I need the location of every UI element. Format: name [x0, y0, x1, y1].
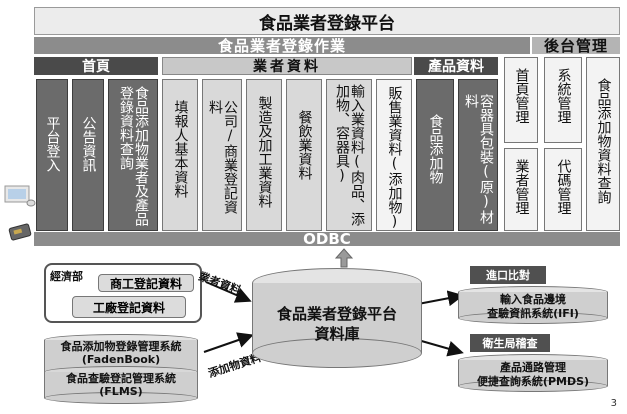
business-registration-box: 商工登記資料 [98, 274, 194, 292]
import-compare-tag: 進口比對 [470, 266, 546, 284]
fadenbook-line1: 食品添加物登錄管理系統 [60, 340, 182, 353]
column-platform-login-label: 平台登入 [44, 116, 61, 172]
flms-line1: 食品查驗登記管理系統 [66, 372, 176, 385]
column-announcements-label: 公告資訊 [80, 116, 97, 172]
column-food-additive-label: 食品添加物 [427, 114, 444, 184]
backend-system-management-label: 系統管理 [555, 68, 572, 124]
pmds-arrow [417, 339, 464, 357]
main-db-label: 食品業者登錄平台 資料庫 [254, 304, 420, 344]
ifi-line2: 查驗資訊系統(IFI) [487, 307, 579, 320]
card-reader-icon [8, 222, 34, 242]
backend-additive-query[interactable]: 食品添加物資料查詢 [586, 57, 620, 231]
column-announcements[interactable]: 公告資訊 [72, 79, 104, 231]
flms-line2: (FLMS) [99, 385, 143, 398]
pmds-label: 產品通路管理 便捷查詢系統(PMDS) [460, 361, 606, 389]
fadenbook-line2: (FadenBook) [81, 353, 161, 366]
column-additive-query[interactable]: 食品添加物業者及產品登錄資料查詢 [108, 79, 158, 231]
backend-home-management[interactable]: 首頁管理 [504, 57, 538, 143]
backend-header: 後台管理 [532, 37, 620, 55]
column-catering-label: 餐飲業資料 [296, 110, 313, 180]
backend-additive-query-label: 食品添加物資料查詢 [595, 78, 612, 204]
ifi-label: 輸入食品邊境 查驗資訊系統(IFI) [460, 293, 606, 321]
main-db-line1: 食品業者登錄平台 [276, 305, 397, 323]
ifi-line1: 輸入食品邊境 [500, 293, 566, 306]
column-food-additive[interactable]: 食品添加物 [416, 79, 454, 231]
column-import[interactable]: 輸入業資料(肉品、添加物、容器具) [326, 79, 372, 231]
backend-system-management[interactable]: 系統管理 [544, 57, 582, 143]
column-manufacturing[interactable]: 製造及加工業資料 [246, 79, 282, 231]
pmds-line1: 產品通路管理 [500, 361, 566, 374]
pmds-line2: 便捷查詢系統(PMDS) [476, 375, 590, 388]
page-title: 食品業者登錄平台 [34, 7, 620, 35]
flms-db-bottom [44, 392, 198, 404]
ifi-arrow [417, 290, 464, 307]
column-retail[interactable]: 販售業資料(添加物) [376, 79, 412, 231]
flms-label: 食品查驗登記管理系統 (FLMS) [46, 372, 196, 398]
odbc-bar: ODBC [34, 230, 620, 248]
column-retail-label: 販售業資料(添加物) [386, 86, 403, 230]
ifi-db-bottom [458, 312, 608, 324]
backend-code-management-label: 代碼管理 [555, 159, 572, 215]
column-container-material-label: 容器具包裝(原)材料 [463, 94, 494, 224]
additive-data-arrow [203, 332, 254, 353]
product-data-header: 產品資料 [414, 57, 498, 75]
up-arrow-icon [334, 248, 354, 268]
column-manufacturing-label: 製造及加工業資料 [256, 96, 273, 208]
column-import-label: 輸入業資料(肉品、添加物、容器具) [334, 84, 365, 226]
backend-business-management[interactable]: 業者管理 [504, 148, 538, 231]
column-catering[interactable]: 餐飲業資料 [286, 79, 322, 231]
home-header: 首頁 [34, 57, 158, 75]
fadenbook-label: 食品添加物登錄管理系統 (FadenBook) [46, 340, 196, 366]
column-container-material[interactable]: 容器具包裝(原)材料 [458, 79, 498, 231]
backend-code-management[interactable]: 代碼管理 [544, 148, 582, 231]
business-data-arrow [205, 281, 252, 303]
main-db-line2: 資料庫 [314, 325, 360, 343]
column-additive-query-label: 食品添加物業者及產品登錄資料查詢 [118, 86, 149, 226]
column-filler-basic-label: 填報人基本資料 [172, 100, 189, 198]
column-filler-basic[interactable]: 填報人基本資料 [162, 79, 198, 231]
column-platform-login[interactable]: 平台登入 [36, 79, 68, 231]
economic-ministry-label: 經濟部 [50, 270, 83, 283]
business-data-header: 業者資料 [162, 57, 412, 75]
backend-business-management-label: 業者管理 [513, 159, 530, 215]
operations-header: 食品業者登錄作業 [34, 37, 530, 55]
computer-icon [4, 184, 36, 208]
factory-registration-box: 工廠登記資料 [72, 296, 186, 318]
column-company-registration-label: 公司/商業登記資料 [207, 100, 238, 214]
backend-home-management-label: 首頁管理 [513, 68, 530, 124]
main-db-bottom [252, 338, 422, 368]
column-company-registration[interactable]: 公司/商業登記資料 [202, 79, 242, 231]
pmds-db-bottom [458, 380, 608, 392]
health-inspection-tag: 衛生局稽查 [470, 334, 550, 352]
page-number: 3 [610, 398, 617, 409]
